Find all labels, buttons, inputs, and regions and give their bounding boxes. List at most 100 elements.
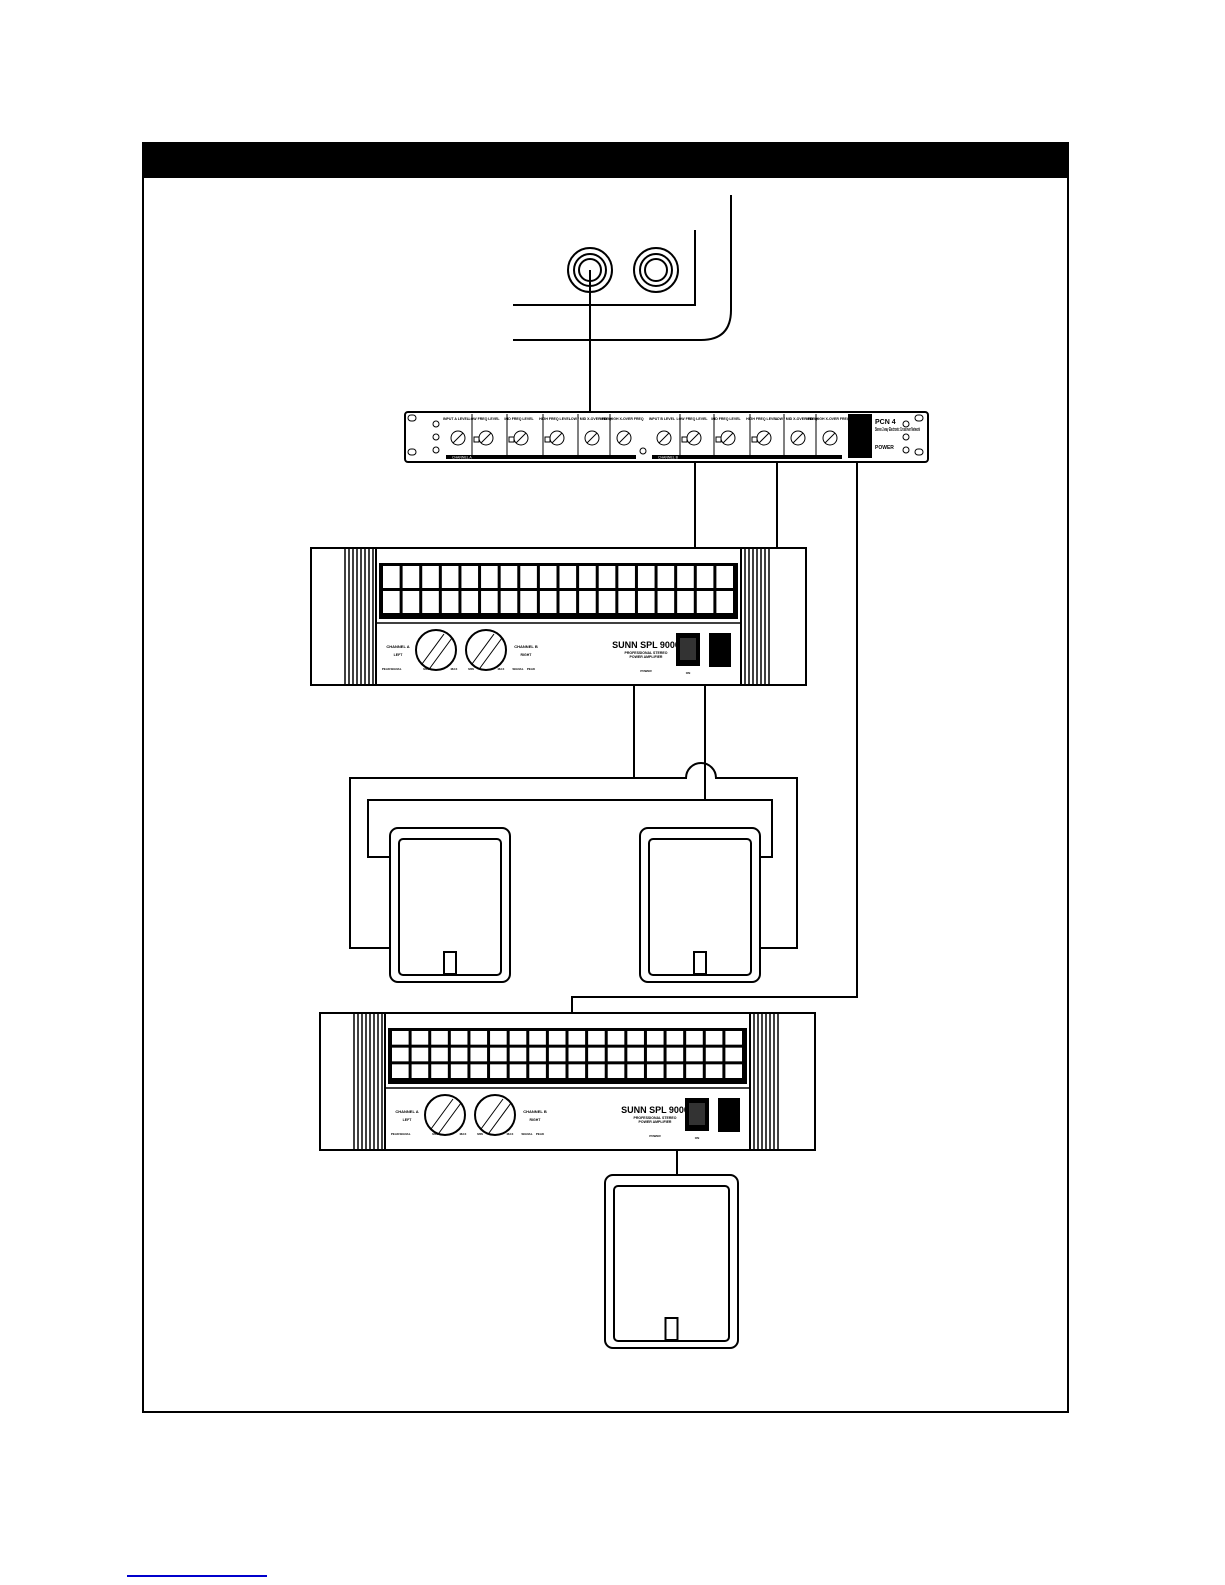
vent-slot xyxy=(470,1047,488,1062)
knob-icon xyxy=(450,430,466,446)
vent-slot xyxy=(509,1031,527,1045)
section-label: LOW FREQ LEVEL xyxy=(468,417,500,421)
right-label: RIGHT xyxy=(530,1118,542,1122)
vent-slot xyxy=(618,566,635,588)
amp-model: SUNN SPL 9000 xyxy=(621,1105,689,1115)
vent-slot xyxy=(579,566,596,588)
vent-slot xyxy=(725,1064,742,1078)
vent-slot xyxy=(666,1047,684,1062)
vent-slot xyxy=(411,1064,429,1078)
vent-slot xyxy=(686,1064,703,1078)
vent-slot xyxy=(627,1047,644,1062)
knob-icon xyxy=(616,430,632,446)
vent-slot xyxy=(666,1031,684,1045)
left-label: LEFT xyxy=(403,1118,413,1122)
vent-slot xyxy=(686,1047,703,1062)
vent-slot xyxy=(607,1031,625,1045)
vent-slot xyxy=(677,566,694,588)
vent-slot xyxy=(509,1047,527,1062)
peak-label: PEAK xyxy=(391,1132,400,1136)
channel-b-gain-knob xyxy=(465,629,507,671)
vent-slot xyxy=(548,1047,566,1062)
screw-icon xyxy=(902,446,910,454)
vent-slot xyxy=(422,566,439,588)
peak-label: PEAK xyxy=(527,667,536,671)
screw-icon xyxy=(902,433,910,441)
signal-label: SIGNAL xyxy=(521,1132,533,1136)
vent-slot xyxy=(431,1064,448,1078)
left-label: LEFT xyxy=(394,653,404,657)
vent-slot xyxy=(559,566,577,588)
peak-label: PEAK xyxy=(536,1132,545,1136)
vent-slot xyxy=(646,1031,664,1045)
min-label: MIN xyxy=(468,667,474,671)
vent-slot xyxy=(470,1064,488,1078)
amp-model: SUNN SPL 9000 xyxy=(612,640,680,650)
vent-slot xyxy=(548,1064,566,1078)
channel-b-gain-knob xyxy=(474,1094,516,1136)
amp-rack-handle xyxy=(310,547,377,686)
vent-slot xyxy=(500,591,518,613)
vent-slot xyxy=(568,1031,586,1045)
vent-slot xyxy=(725,1047,742,1062)
vent-slot xyxy=(607,1047,625,1062)
section-label: LOW / MID X-OVER FREQ xyxy=(569,417,612,421)
section-label: HIGH FREQ LEVEL xyxy=(539,417,572,421)
rack-ear-slot xyxy=(407,414,417,422)
vent-slot xyxy=(441,591,459,613)
vent-slot xyxy=(490,1047,507,1062)
mute-switch xyxy=(751,436,758,443)
channel-b-label: CHANNEL B xyxy=(514,644,538,649)
section-label: MID FREQ LEVEL xyxy=(504,417,534,421)
vent-slot xyxy=(627,1064,644,1078)
crossover-subtitle: Stereo 2-way Electronic Crossover Networ… xyxy=(875,427,920,433)
vent-slot xyxy=(677,591,694,613)
vent-slot xyxy=(461,591,479,613)
channel-b-label: CHANNEL B xyxy=(523,1109,547,1114)
vent-slot xyxy=(657,566,675,588)
vent-slot xyxy=(422,591,439,613)
output-jack-2 xyxy=(633,247,679,293)
vent-slot xyxy=(481,591,498,613)
vent-slot xyxy=(716,591,733,613)
mute-switch xyxy=(715,436,722,443)
vent-slot xyxy=(470,1031,488,1045)
section-label: INPUT B LEVEL xyxy=(649,417,676,421)
vent-slot xyxy=(705,1064,723,1078)
screw-icon xyxy=(432,446,440,454)
vent-slot xyxy=(568,1047,586,1062)
screw-icon xyxy=(639,447,647,455)
amp-desc-2: POWER AMPLIFIER xyxy=(639,1120,672,1124)
vent-slot xyxy=(520,591,537,613)
rack-ear-slot xyxy=(914,414,924,422)
vent-slot xyxy=(392,1064,409,1078)
vent-slot xyxy=(450,1064,468,1078)
peak-label: PEAK xyxy=(382,667,391,671)
min-label: MIN xyxy=(477,1132,483,1136)
vent-slot xyxy=(529,1064,546,1078)
vent-slot xyxy=(431,1031,448,1045)
channel-a-label: CHANNEL A xyxy=(395,1109,418,1114)
vent-slot xyxy=(441,566,459,588)
rack-ear-slot xyxy=(914,448,924,456)
max-label: MAX xyxy=(498,667,505,671)
max-label: MAX xyxy=(460,1132,467,1136)
section-label: MID / HIGH X-OVER FREQ xyxy=(600,417,643,421)
cables xyxy=(349,270,858,1175)
vent-slot xyxy=(568,1064,586,1078)
power-label: POWER xyxy=(649,1134,661,1138)
vent-slot xyxy=(383,591,400,613)
vent-slot xyxy=(529,1047,546,1062)
vent-slot xyxy=(598,591,616,613)
vent-slot xyxy=(627,1031,644,1045)
signal-label: SIGNAL xyxy=(399,1132,411,1136)
instrument-amp-panel xyxy=(513,195,732,341)
amp-rack-handle xyxy=(749,1012,816,1151)
crossover-power-label: POWER xyxy=(875,445,894,451)
footer-link[interactable] xyxy=(127,1575,267,1577)
channel-a-gain-knob xyxy=(415,629,457,671)
vent-slot xyxy=(588,1031,605,1045)
vent-slot xyxy=(705,1047,723,1062)
